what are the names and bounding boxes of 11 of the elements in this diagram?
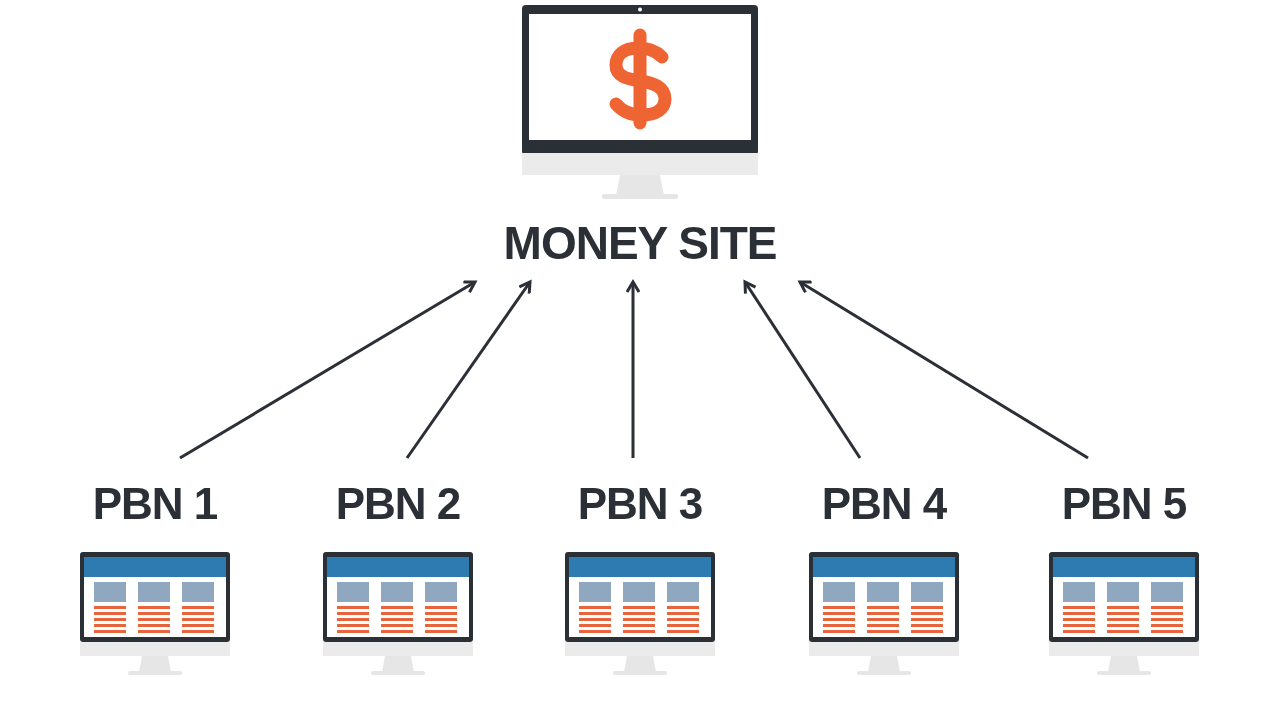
- site-label: PBN 3: [577, 482, 703, 526]
- arrow: [798, 280, 1089, 460]
- arrow: [625, 280, 641, 458]
- site-label: PBN 2: [335, 482, 461, 526]
- site-label: MONEY SITE: [503, 220, 777, 266]
- site-label: PBN 1: [92, 482, 218, 526]
- arrow: [179, 280, 477, 460]
- site-label: PBN 5: [1061, 482, 1187, 526]
- site-label: PBN 4: [821, 482, 947, 526]
- arrow: [405, 280, 532, 459]
- arrow: [743, 280, 862, 459]
